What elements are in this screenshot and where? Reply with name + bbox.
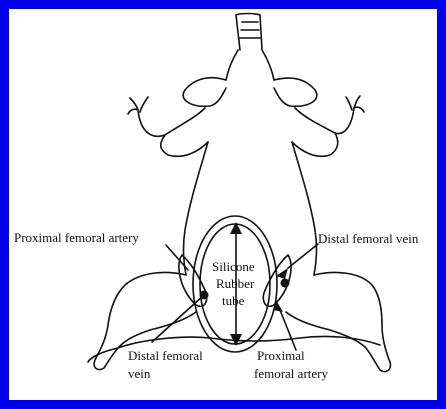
- label-silicone-line1: Silicone: [212, 259, 255, 274]
- label-proximal-femoral-artery-bottom-line2: femoral artery: [254, 366, 328, 381]
- label-distal-femoral-vein-bottom-line2: vein: [128, 366, 151, 381]
- label-silicone-line2: Rubber: [216, 276, 255, 291]
- label-silicone-line3: tube: [222, 293, 245, 308]
- rat-nose-lines: [240, 22, 261, 38]
- label-proximal-femoral-artery-bottom-line1: Proximal: [257, 348, 305, 363]
- distal-femoral-vein-dot-right: [281, 279, 290, 288]
- leader-distal-vein-right: [288, 244, 318, 268]
- leader-proximal-artery-bottom: [278, 305, 296, 350]
- label-distal-femoral-vein-right: Distal femoral vein: [318, 231, 419, 246]
- leader-distal-vein-bottom: [152, 295, 204, 342]
- rat-head-outline: [226, 14, 274, 81]
- rat-left-ear: [183, 78, 226, 107]
- label-distal-femoral-vein-bottom-line1: Distal femoral: [128, 348, 203, 363]
- rat-right-ear: [274, 78, 317, 106]
- arrowhead-distal-vein-right: [276, 268, 288, 279]
- label-proximal-femoral-artery-left: Proximal femoral artery: [14, 230, 139, 245]
